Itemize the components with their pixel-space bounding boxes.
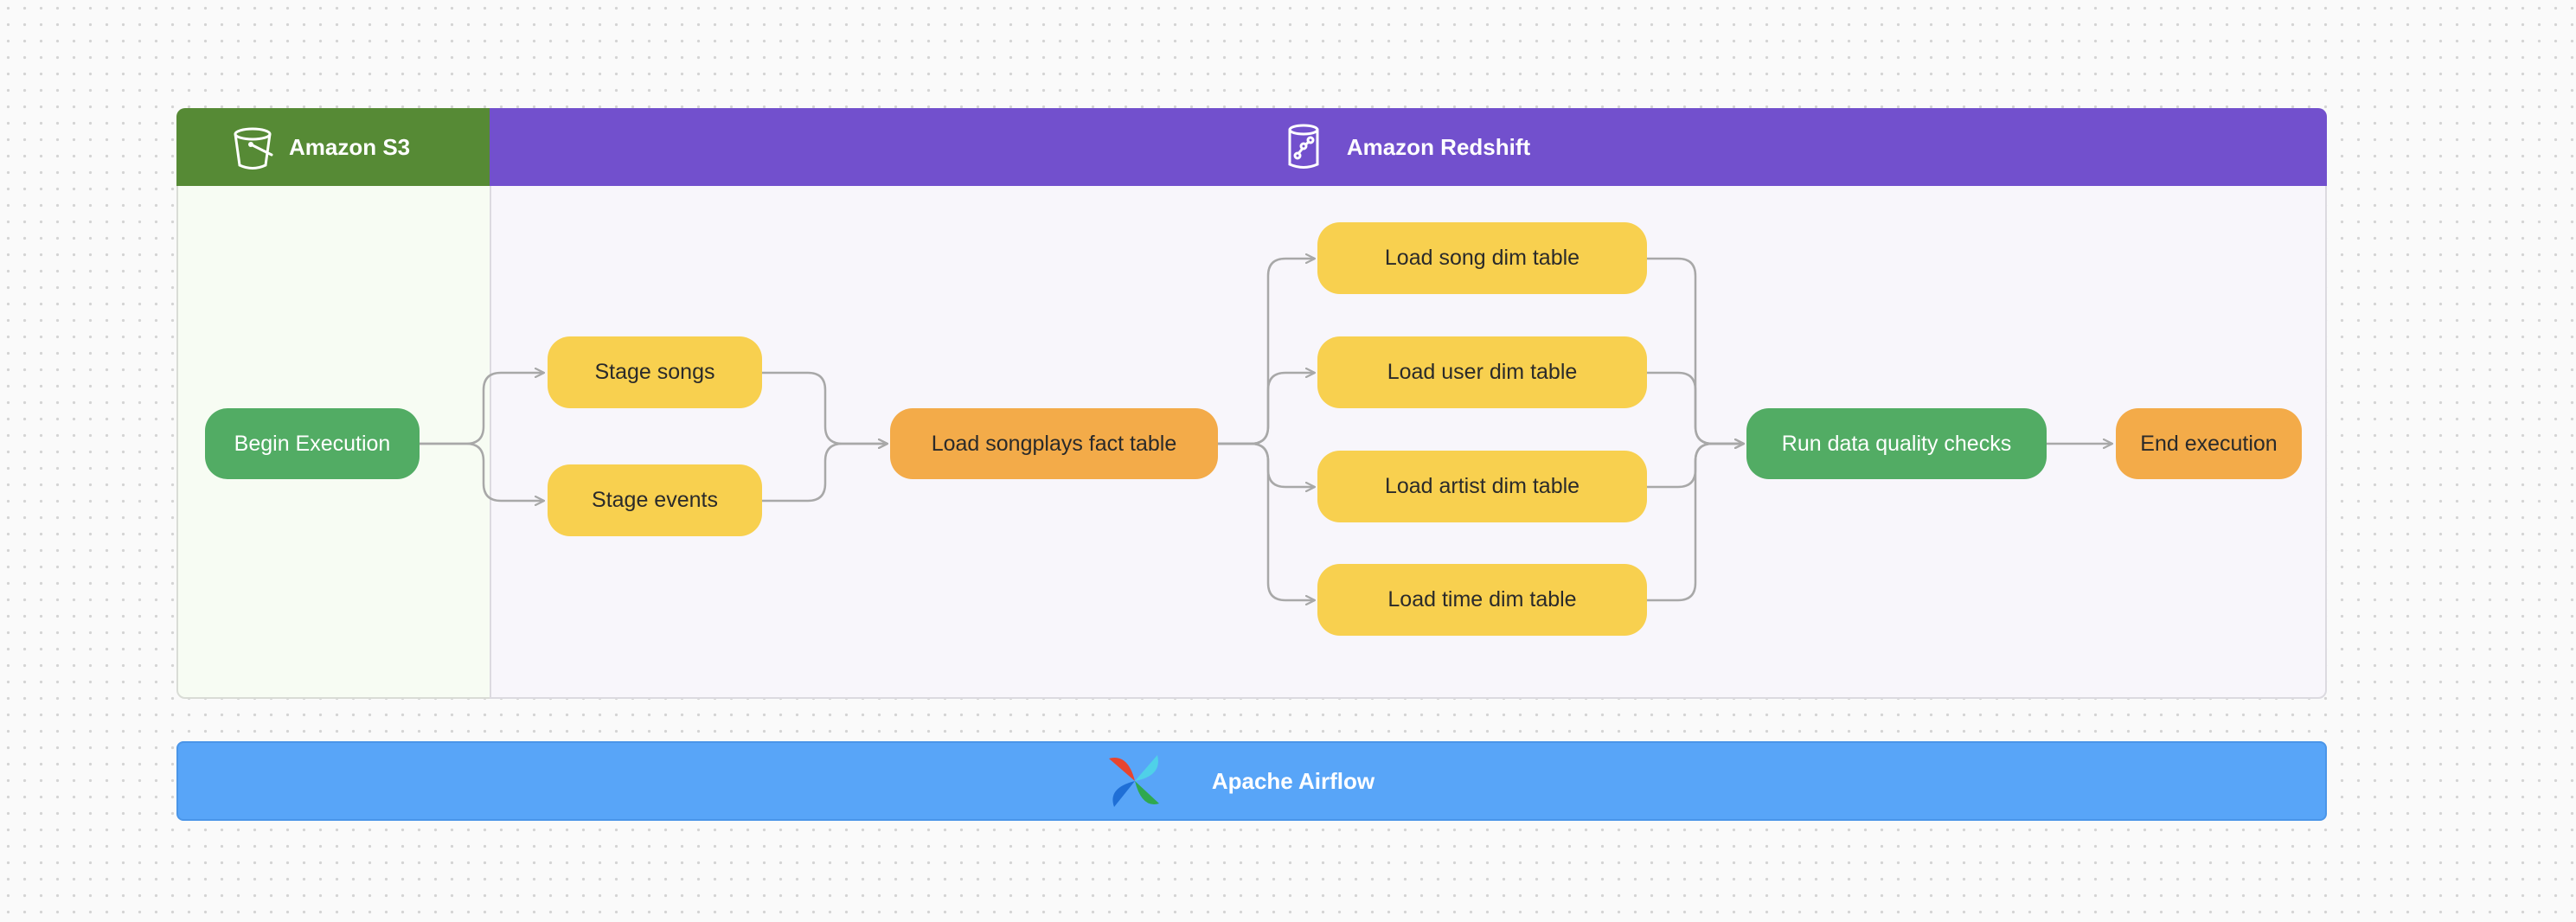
edge-songplays-user-dim <box>1218 373 1315 445</box>
stage-events-label: Stage events <box>592 488 718 512</box>
edge-songplays-song-dim <box>1218 259 1315 445</box>
begin-execution-node[interactable]: Begin Execution <box>205 408 420 479</box>
load-user-dim-label: Load user dim table <box>1387 360 1578 384</box>
load-song-dim-label: Load song dim table <box>1384 246 1580 270</box>
stage-songs-label: Stage songs <box>594 360 715 384</box>
end-execution-node[interactable]: End execution <box>2116 408 2302 479</box>
stage-events-node[interactable]: Stage events <box>548 464 762 536</box>
load-songplays-node[interactable]: Load songplays fact table <box>890 408 1218 479</box>
edge-begin-stage-songs <box>420 373 544 445</box>
edge-stage-songs-songplays <box>762 371 888 444</box>
s3-lane <box>176 108 491 699</box>
load-time-dim-label: Load time dim table <box>1387 587 1577 611</box>
s3-title: Amazon S3 <box>289 133 411 160</box>
airflow-pinwheel-icon <box>1103 749 1167 813</box>
load-time-dim-node[interactable]: Load time dim table <box>1317 564 1647 636</box>
stage-songs-node[interactable]: Stage songs <box>548 336 762 408</box>
end-execution-label: End execution <box>2140 431 2278 456</box>
edge-time-dim-quality <box>1647 444 1744 602</box>
quality-checks-label: Run data quality checks <box>1781 431 2012 456</box>
redshift-icon <box>1286 123 1321 171</box>
load-artist-dim-label: Load artist dim table <box>1384 474 1580 498</box>
load-song-dim-node[interactable]: Load song dim table <box>1317 222 1647 294</box>
s3-header: Amazon S3 <box>176 108 491 186</box>
edge-user-dim-quality <box>1647 371 1744 444</box>
edge-begin-stage-events <box>420 442 544 501</box>
redshift-title: Amazon Redshift <box>1346 133 1531 160</box>
s3-bucket-icon <box>232 125 277 172</box>
begin-execution-label: Begin Execution <box>234 431 391 456</box>
airflow-title: Apache Airflow <box>1211 767 1375 794</box>
airflow-bar: Apache Airflow <box>176 741 2327 821</box>
redshift-header: Amazon Redshift <box>490 108 2327 186</box>
load-songplays-label: Load songplays fact table <box>931 431 1177 456</box>
quality-checks-node[interactable]: Run data quality checks <box>1746 408 2047 479</box>
edge-stage-events-songplays <box>762 444 888 503</box>
edge-songplays-time-dim <box>1218 442 1315 600</box>
load-user-dim-node[interactable]: Load user dim table <box>1317 336 1647 408</box>
load-artist-dim-node[interactable]: Load artist dim table <box>1317 451 1647 522</box>
